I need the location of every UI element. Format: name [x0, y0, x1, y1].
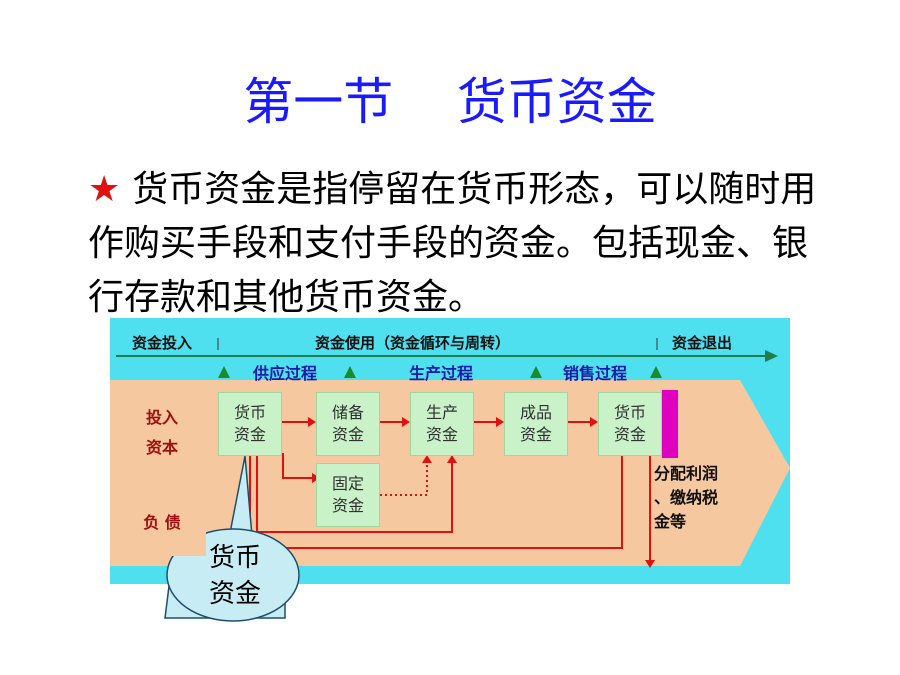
stage-investment: 资金投入	[132, 334, 193, 352]
reserve-funds-box: 储备 资金	[316, 392, 380, 456]
definition-paragraph: ★货币资金是指停留在货币形态，可以随时用作购买手段和支付手段的资金。包括现金、银…	[88, 163, 828, 325]
fixed-funds-box: 固定 资金	[316, 463, 380, 527]
triangle-marker	[344, 366, 356, 378]
timeline-arrowhead	[765, 350, 778, 362]
cash-funds-box-2: 货币 资金	[598, 392, 662, 456]
page-title: 第一节 货币资金	[243, 73, 657, 131]
callout-text: 货币 资金	[208, 543, 261, 609]
capital-flow-diagram: 资金投入 资金使用（资金循环与周转） 资金退出 供应过程 生产过程 销售过程 投…	[110, 318, 790, 622]
process-production: 生产过程	[409, 364, 474, 383]
definition-text: 货币资金是指停留在货币形态，可以随时用作购买手段和支付手段的资金。包括现金、银行…	[88, 169, 817, 318]
depreciation-arrowhead	[422, 455, 432, 463]
source-capital: 投入 资本	[118, 386, 206, 480]
depreciation-link	[380, 463, 428, 496]
exit-note: 分配利润 、缴纳税 金等	[654, 464, 719, 531]
source-liabilities: 负 债	[118, 490, 206, 556]
production-funds-box: 生产 资金	[410, 392, 474, 456]
triangle-marker	[650, 366, 662, 378]
stage-exit: 资金退出	[672, 334, 733, 352]
triangle-marker	[218, 366, 230, 378]
cash-funds-box: 货币 资金	[218, 392, 282, 456]
process-supply: 供应过程	[253, 364, 318, 383]
exit-marker	[662, 390, 678, 458]
stage-usage: 资金使用（资金循环与周转）	[315, 334, 511, 352]
triangle-marker	[530, 366, 542, 378]
finished-goods-funds-box: 成品 资金	[504, 392, 568, 456]
star-icon: ★	[88, 169, 121, 210]
process-sales: 销售过程	[563, 364, 628, 383]
